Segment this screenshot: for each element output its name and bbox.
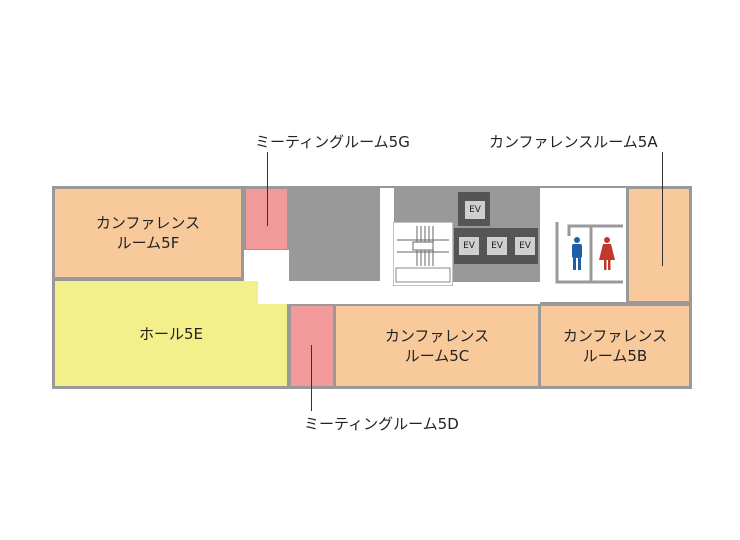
callout-5a: カンファレンスルーム5A [489, 133, 658, 151]
corridor-north [380, 188, 394, 258]
leader-line [662, 152, 663, 266]
room-5b-label: ルーム5B [582, 347, 648, 365]
room-5g[interactable] [246, 189, 287, 249]
room-5c-label: カンファレンス [384, 327, 490, 345]
male-icon [572, 237, 582, 270]
room-5e-label: ホール5E [138, 324, 204, 343]
leader-line [311, 345, 312, 411]
elevator-icon: EV [464, 200, 486, 220]
room-5b[interactable]: カンファレンス ルーム5B [541, 306, 689, 386]
elevator-icon: EV [458, 236, 480, 256]
room-5c-label: ルーム5C [404, 347, 470, 365]
leader-line [267, 152, 268, 226]
stairs-icon [393, 222, 453, 286]
room-5f-label: ルーム5F [116, 234, 180, 252]
room-5d[interactable] [291, 306, 333, 386]
core-gray [289, 188, 380, 281]
female-icon [599, 237, 615, 270]
elevator-icon: EV [486, 236, 508, 256]
room-5a[interactable] [629, 189, 689, 301]
room-5e[interactable]: ホール5E [55, 281, 287, 386]
restroom-icon [555, 222, 623, 284]
callout-5d: ミーティングルーム5D [304, 415, 459, 433]
room-5c[interactable]: カンファレンス ルーム5C [336, 306, 538, 386]
room-5b-label: カンファレンス [562, 327, 668, 345]
room-5f-label: カンファレンス [95, 214, 201, 232]
callout-5g: ミーティングルーム5G [255, 133, 410, 151]
room-5f[interactable]: カンファレンス ルーム5F [55, 189, 241, 277]
elevator-icon: EV [514, 236, 536, 256]
wall [258, 278, 289, 304]
